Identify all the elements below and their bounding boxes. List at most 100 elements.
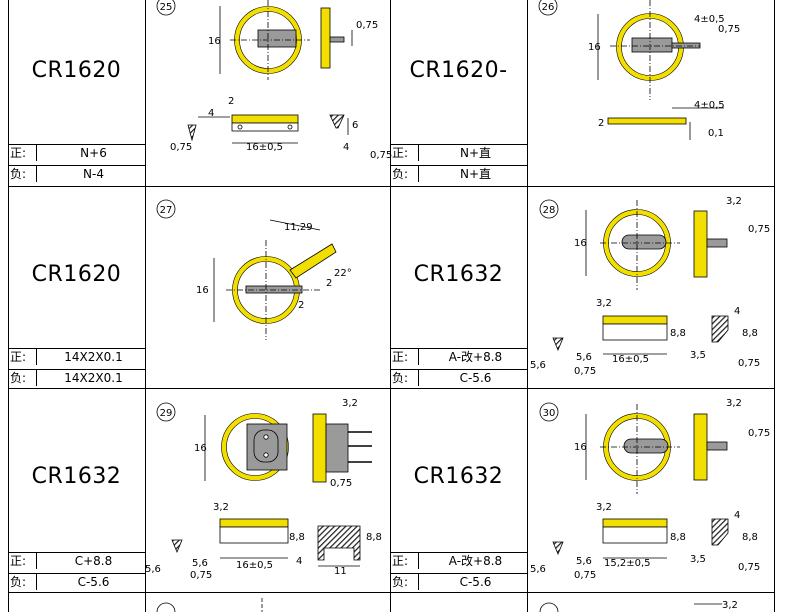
- drawing-25: 25 16 0,75 4 2 16±0,5 6 4: [156, 0, 392, 161]
- negative-label: 负:: [10, 371, 27, 385]
- negative-row: 负: C-5.6: [390, 369, 527, 386]
- dimension-label: 4: [734, 306, 740, 317]
- negative-row: 负: C-5.6: [8, 573, 145, 590]
- dimension-label: 5,6: [530, 564, 546, 575]
- table-divider: [390, 0, 391, 612]
- dimension-label: 4: [343, 142, 349, 153]
- drawing-27: 27 16 11,29 22° 2 2: [156, 199, 352, 340]
- negative-row: 负: N+直: [390, 165, 527, 182]
- table-border-right: [774, 0, 775, 612]
- drawing-28: 28 16 3,2 0,75 3,2 8,8 4 8,8 5,6 5,6: [530, 196, 770, 377]
- positive-value: C+8.8: [74, 554, 113, 568]
- positive-label: 正:: [10, 350, 27, 364]
- dimension-label: 8,8: [670, 328, 686, 339]
- dimension-label: 0,75: [738, 358, 760, 369]
- dimension-label: 5,6: [192, 558, 208, 569]
- dimension-label: 15,2±0,5: [604, 558, 651, 569]
- dimension-label: 4±0,5: [694, 14, 725, 25]
- negative-label: 负:: [392, 167, 409, 181]
- dimension-label: 5,6: [576, 352, 592, 363]
- drawing-29: 29 16 3,2 0,75 3,2 8,8 8,8 5,6: [145, 398, 382, 581]
- positive-label: 正:: [10, 146, 27, 160]
- table-border-left: [8, 0, 9, 612]
- negative-label: 负:: [392, 575, 409, 589]
- drawing-number: 28: [543, 205, 556, 216]
- negative-label: 负:: [10, 575, 27, 589]
- model-label: CR1620: [31, 262, 122, 287]
- dimension-label: 4: [296, 556, 302, 567]
- dimension-label: 8,8: [289, 532, 305, 543]
- positive-row: 正: A-改+8.8: [390, 552, 527, 569]
- dimension-label: 11: [334, 566, 347, 577]
- dimension-label: 0,75: [170, 142, 192, 153]
- positive-label: 正:: [392, 350, 409, 364]
- dimension-label: 3,2: [596, 502, 612, 513]
- dimension-label: 16±0,5: [612, 354, 649, 365]
- positive-value: A-改+8.8: [448, 554, 503, 568]
- row-divider: [8, 592, 774, 593]
- model-label: CR1632: [413, 262, 504, 287]
- dimension-label: 16±0,5: [236, 560, 273, 571]
- negative-row: 负: 14X2X0.1: [8, 369, 145, 386]
- dimension-label: 16: [588, 42, 601, 53]
- model-label: CR1620: [31, 58, 122, 83]
- dimension-label: 8,8: [742, 328, 758, 339]
- dimension-label: 16: [574, 238, 587, 249]
- positive-label: 正:: [392, 554, 409, 568]
- dimension-label: 22°: [334, 268, 352, 279]
- row-divider: [8, 388, 774, 389]
- positive-row: 正: 14X2X0.1: [8, 348, 145, 365]
- positive-value: N+6: [80, 146, 107, 160]
- dimension-label: 0,75: [738, 562, 760, 573]
- dimension-label: 0,75: [330, 478, 352, 489]
- drawing-number: 30: [543, 408, 556, 419]
- dimension-label: 0,1: [708, 128, 724, 139]
- negative-value: 14X2X0.1: [64, 371, 123, 385]
- negative-row: 负: C-5.6: [390, 573, 527, 590]
- dimension-label: 3,2: [342, 398, 358, 409]
- dimension-label: 2: [598, 118, 604, 129]
- dimension-label: 8,8: [366, 532, 382, 543]
- negative-row: 负: N-4: [8, 165, 145, 182]
- dimension-label: 16: [196, 285, 209, 296]
- dimension-label: 8,8: [742, 532, 758, 543]
- dimension-label: 3,5: [690, 554, 706, 565]
- dimension-label: 4: [208, 108, 214, 119]
- positive-row: 正: C+8.8: [8, 552, 145, 569]
- drawing-number: 25: [160, 2, 173, 13]
- dimension-label: 3,2: [722, 600, 738, 611]
- dimension-label: 16: [194, 443, 207, 454]
- dimension-label: 0,75: [574, 570, 596, 581]
- positive-value: A-改+8.8: [448, 350, 503, 364]
- dimension-label: 11,29: [284, 222, 313, 233]
- model-label: CR1620-: [409, 58, 508, 83]
- dimension-label: 5,6: [145, 564, 161, 575]
- positive-row: 正: N+直: [390, 144, 527, 161]
- positive-row: 正: N+6: [8, 144, 145, 161]
- dimension-label: 6: [352, 120, 358, 131]
- row-divider: [8, 186, 774, 187]
- dimension-label: 0,75: [190, 570, 212, 581]
- positive-value: N+直: [459, 146, 492, 160]
- dimension-label: 3,2: [726, 196, 742, 207]
- positive-label: 正:: [10, 554, 27, 568]
- bottom-partial-row: 3,2: [156, 598, 738, 612]
- drawing-26: 26 16 4±0,5 0,75 4±0,5 2 0,1: [538, 0, 740, 140]
- dimension-label: 5,6: [530, 360, 546, 371]
- negative-value: N-4: [83, 167, 104, 181]
- negative-value: C-5.6: [77, 575, 110, 589]
- negative-value: N+直: [459, 167, 492, 181]
- drawing-number: 29: [160, 408, 173, 419]
- negative-value: C-5.6: [459, 575, 492, 589]
- positive-label: 正:: [392, 146, 409, 160]
- dimension-label: 0,75: [370, 150, 392, 161]
- dimension-label: 2: [228, 96, 234, 107]
- model-label: CR1632: [413, 464, 504, 489]
- dimension-label: 8,8: [670, 532, 686, 543]
- negative-label: 负:: [392, 371, 409, 385]
- dimension-label: 0,75: [748, 428, 770, 439]
- dimension-label: 0,75: [718, 24, 740, 35]
- dimension-label: 0,75: [748, 224, 770, 235]
